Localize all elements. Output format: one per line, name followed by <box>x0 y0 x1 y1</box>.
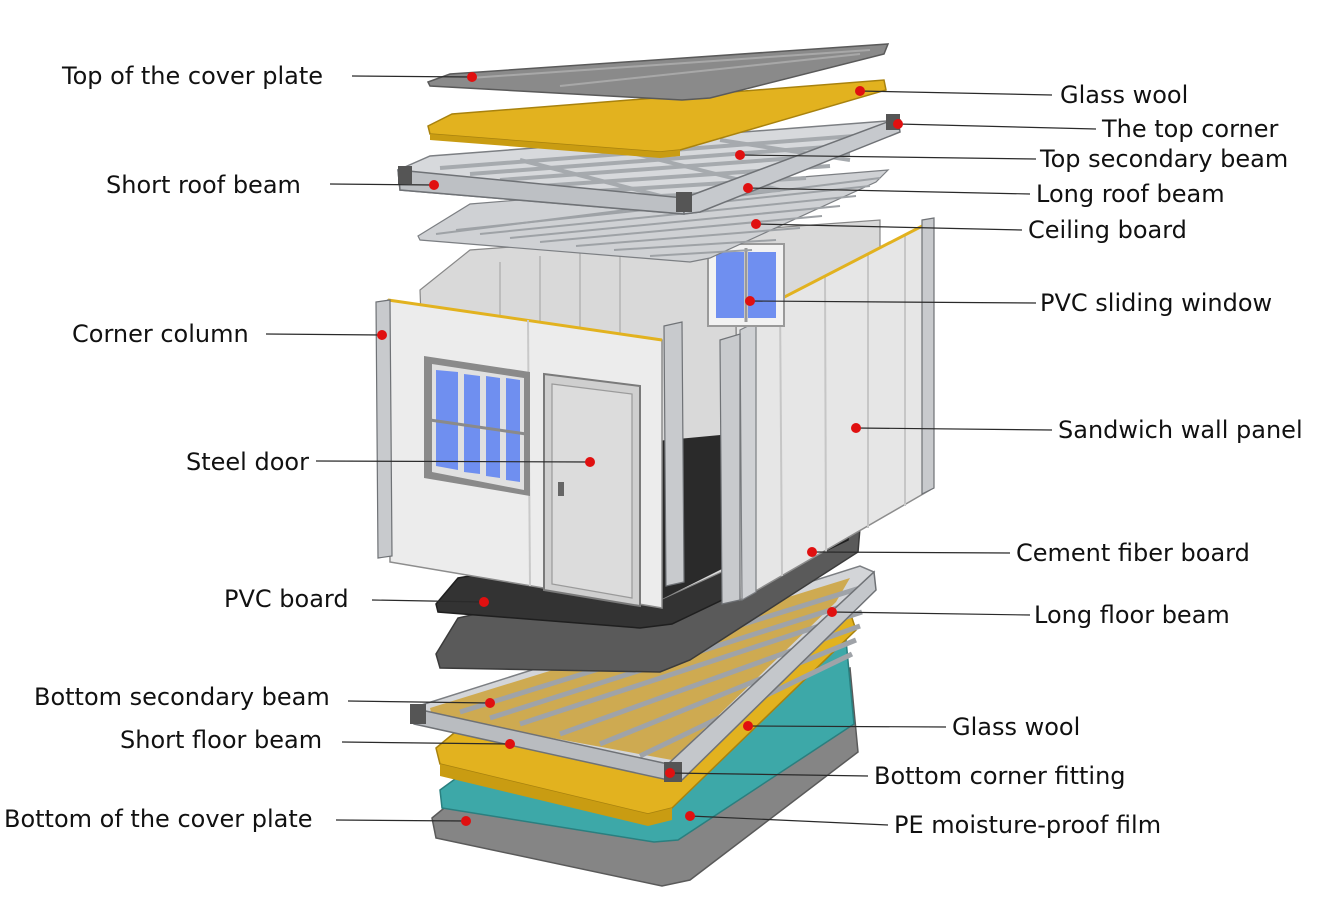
marker-dot <box>585 457 595 467</box>
marker-dot <box>479 597 489 607</box>
marker-dot <box>735 150 745 160</box>
marker-dot <box>377 330 387 340</box>
label-sandwich-wall-panel: Sandwich wall panel <box>1058 416 1303 444</box>
house-illustration <box>375 43 935 887</box>
marker-dot <box>461 816 471 826</box>
label-pvc-sliding-window: PVC sliding window <box>1040 289 1272 317</box>
marker-dot <box>855 86 865 96</box>
leader-lines <box>265 75 1097 826</box>
label-cement-fiber-board: Cement fiber board <box>1016 539 1250 567</box>
label-corner-column: Corner column <box>72 320 249 348</box>
marker-dot <box>485 698 495 708</box>
marker-dot <box>743 721 753 731</box>
marker-dot <box>505 739 515 749</box>
labels-right: Glass wool The top corner Top secondary … <box>874 81 1303 839</box>
ceiling-board-shape <box>417 169 890 263</box>
label-ceiling-board: Ceiling board <box>1028 216 1187 244</box>
marker-dot <box>893 119 903 129</box>
label-bottom-secondary-beam: Bottom secondary beam <box>34 683 330 711</box>
label-glass-wool-bottom: Glass wool <box>952 713 1080 741</box>
pvc-sliding-window-shape <box>707 243 785 327</box>
corner-column-shape <box>375 299 393 559</box>
bottom-glass-wool-edge <box>440 764 672 826</box>
labels-left: Top of the cover plate Short roof beam C… <box>4 62 349 833</box>
label-long-roof-beam: Long roof beam <box>1036 180 1225 208</box>
marker-dot <box>851 423 861 433</box>
top-glass-wool-shape <box>427 79 887 158</box>
marker-dot <box>665 768 675 778</box>
marker-dot <box>751 219 761 229</box>
marker-dots <box>377 72 903 826</box>
marker-dot <box>743 183 753 193</box>
label-bottom-corner-fitting: Bottom corner fitting <box>874 762 1126 790</box>
label-short-roof-beam: Short roof beam <box>106 171 301 199</box>
label-top-corner: The top corner <box>1101 115 1279 143</box>
label-steel-door: Steel door <box>186 448 309 476</box>
marker-dot <box>429 180 439 190</box>
top-cover-plate-shape <box>426 43 890 101</box>
marker-dot <box>827 607 837 617</box>
label-short-floor-beam: Short floor beam <box>120 726 322 754</box>
label-top-cover-plate: Top of the cover plate <box>61 62 323 90</box>
marker-dot <box>745 296 755 306</box>
marker-dot <box>685 811 695 821</box>
marker-dot <box>467 72 477 82</box>
label-glass-wool-top: Glass wool <box>1060 81 1188 109</box>
label-long-floor-beam: Long floor beam <box>1034 601 1230 629</box>
label-top-secondary-beam: Top secondary beam <box>1039 145 1288 173</box>
steel-door-shape <box>543 372 641 608</box>
label-pe-film: PE moisture-proof film <box>894 811 1161 839</box>
front-window-shape <box>424 356 530 496</box>
marker-dot <box>807 547 817 557</box>
label-pvc-board: PVC board <box>224 585 349 613</box>
label-bottom-cover-plate: Bottom of the cover plate <box>4 805 313 833</box>
